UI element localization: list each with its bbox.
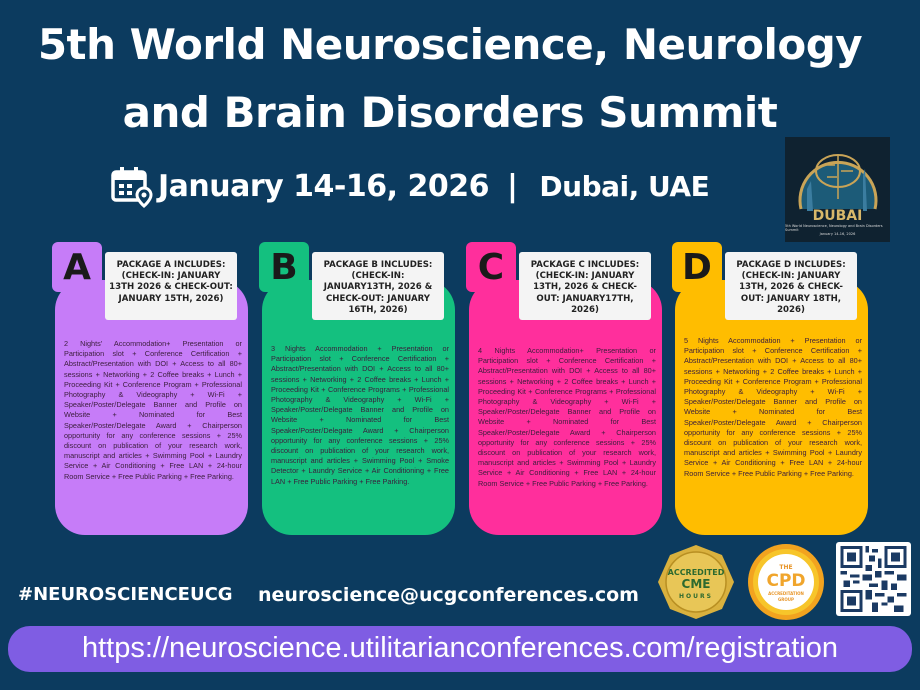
qr-code[interactable] <box>836 542 911 616</box>
package-title: PACKAGE A INCLUDES: (CHECK-IN: JANUARY 1… <box>105 252 237 320</box>
package-card-body <box>675 280 868 535</box>
package-card-a: A PACKAGE A INCLUDES: (CHECK-IN: JANUARY… <box>52 240 252 540</box>
package-card-body <box>469 280 662 535</box>
package-card-d: D PACKAGE D INCLUDES: (CHECK-IN: JANUARY… <box>672 240 872 540</box>
package-card-body <box>55 280 248 535</box>
cpd-accreditation-seal: THE CPD ACCREDITATION GROUP <box>748 544 824 620</box>
registration-url-link[interactable]: https://neuroscience.utilitarianconferen… <box>8 626 912 672</box>
cpd-line3: ACCREDITATION <box>768 591 804 596</box>
event-location: Dubai, UAE <box>539 169 710 203</box>
package-details: 3 Nights Accommodation + Presentation or… <box>271 344 449 486</box>
package-title: PACKAGE C INCLUDES: (CHECK-IN: JANUARY 1… <box>519 252 651 320</box>
package-card-body <box>262 280 455 535</box>
package-title: PACKAGE B INCLUDES: (CHECK-IN: JANUARY13… <box>312 252 444 320</box>
contact-email[interactable]: neuroscience@ucgconferences.com <box>258 584 639 606</box>
page-title-line2: and Brain Disorders Summit <box>122 88 778 137</box>
brain-skyline-icon <box>798 154 878 211</box>
logo-subtitle: 5th World Neuroscience, Neurology and Br… <box>785 224 883 232</box>
package-letter-badge: B <box>259 242 309 292</box>
calendar-location-icon <box>111 167 153 208</box>
logo-city: DUBAI <box>812 208 863 224</box>
cme-line2: CME <box>682 577 711 591</box>
separator: | <box>506 168 518 204</box>
event-date-location: January 14-16, 2026 | Dubai, UAE <box>110 164 710 208</box>
hashtag: #NEUROSCIENCEUCG <box>18 584 233 605</box>
cpd-line4: GROUP <box>778 597 794 602</box>
page-title-line1: 5th World Neuroscience, Neurology <box>37 20 863 69</box>
cme-line3: HOURS <box>679 593 713 600</box>
cpd-line1: THE <box>779 564 792 571</box>
cme-accreditation-seal: ACCREDITED CME HOURS <box>658 545 734 619</box>
package-title: PACKAGE D INCLUDES: (CHECK-IN: JANUARY 1… <box>725 252 857 320</box>
package-letter-badge: D <box>672 242 722 292</box>
package-letter-badge: A <box>52 242 102 292</box>
cme-line1: ACCREDITED <box>668 568 725 577</box>
package-letter-badge: C <box>466 242 516 292</box>
qr-code-icon <box>840 546 907 612</box>
package-details: 4 Nights Accommodation+ Presentation or … <box>478 346 656 488</box>
package-card-c: C PACKAGE C INCLUDES: (CHECK-IN: JANUARY… <box>466 240 666 540</box>
package-details: 5 Nights Accommodation + Presentation or… <box>684 336 862 478</box>
summit-logo: DUBAI 5th World Neuroscience, Neurology … <box>785 137 890 242</box>
package-card-b: B PACKAGE B INCLUDES: (CHECK-IN: JANUARY… <box>259 240 459 540</box>
package-details: 2 Nights' Accommodation+ Presentation or… <box>64 339 242 481</box>
logo-dates: January 14-16, 2026 <box>819 232 856 236</box>
cpd-line2: CPD <box>766 571 805 591</box>
event-dates: January 14-16, 2026 <box>158 168 489 204</box>
